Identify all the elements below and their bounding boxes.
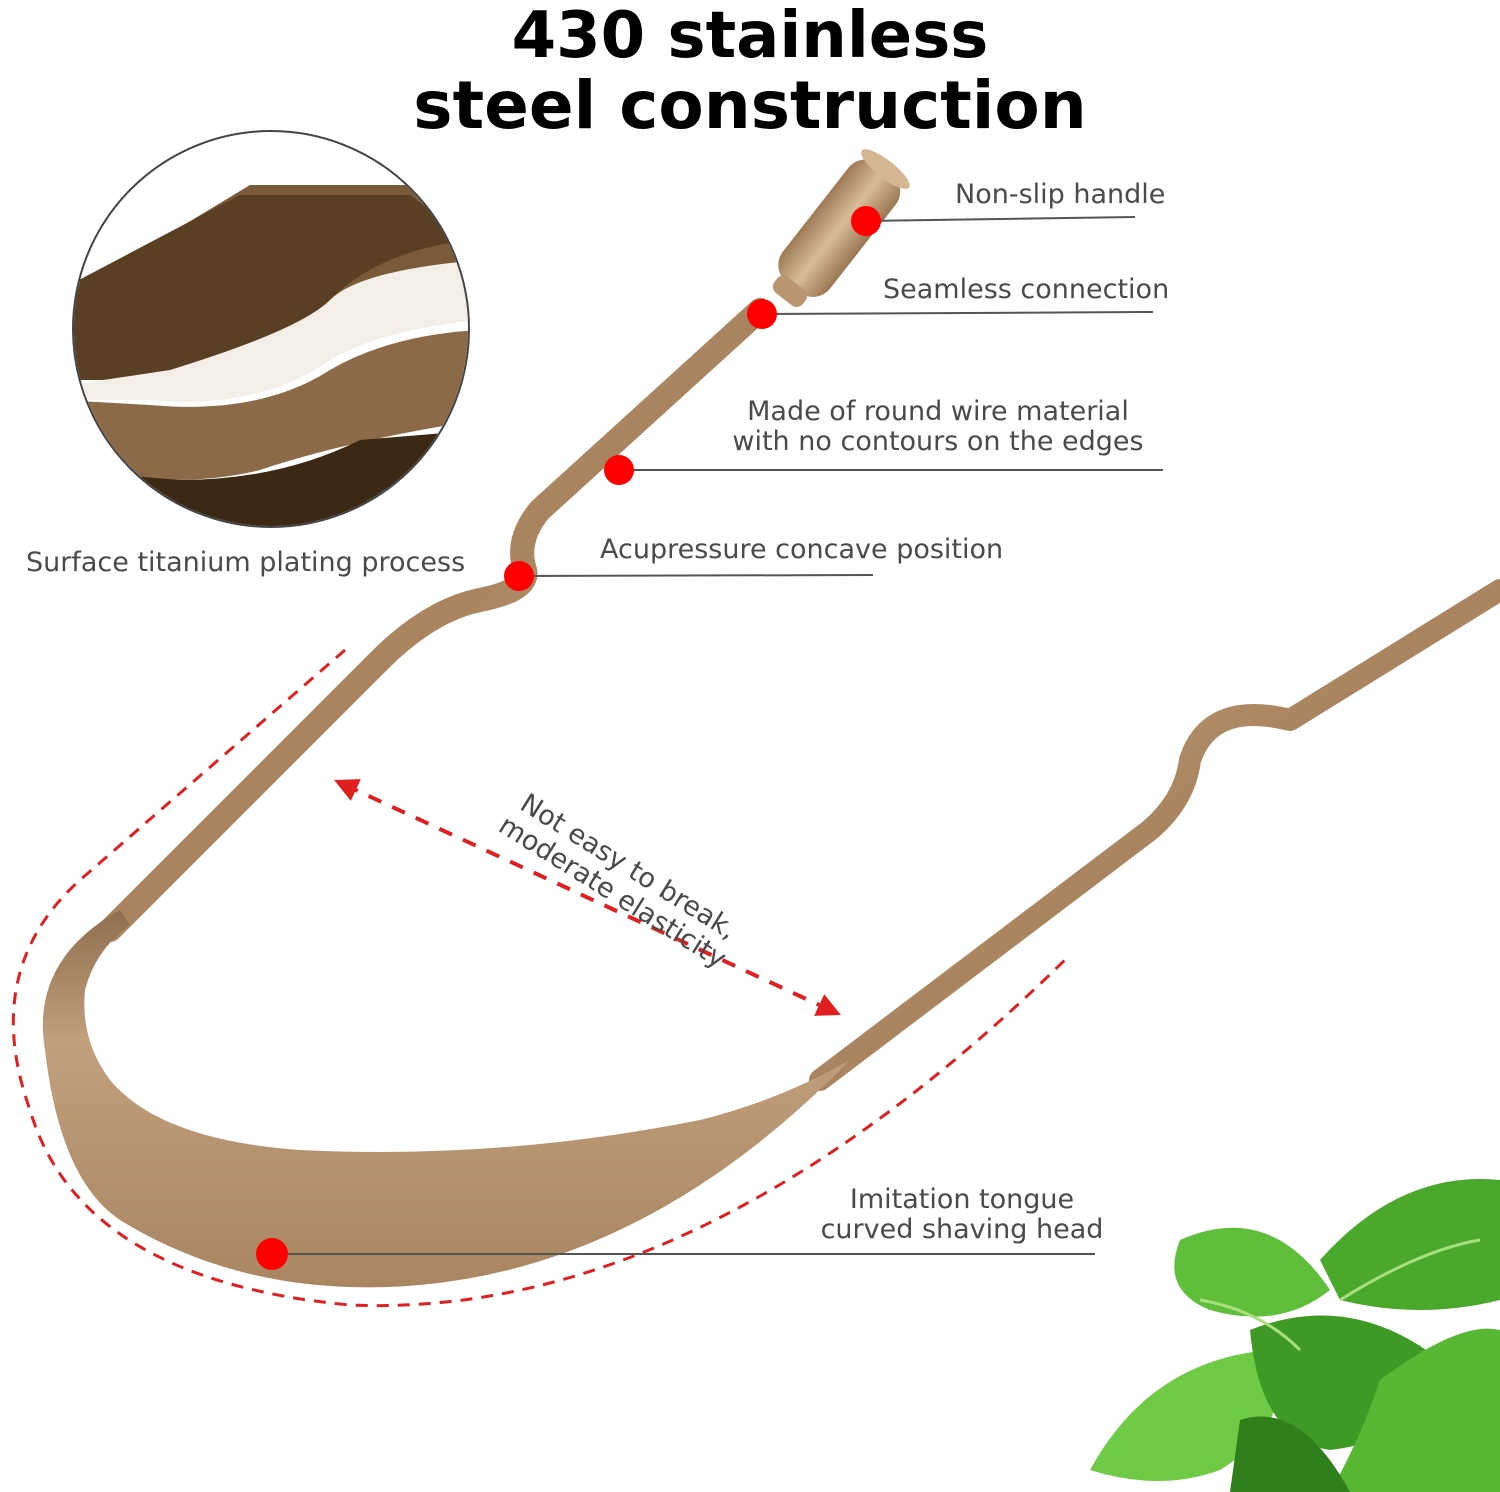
leader-lines bbox=[272, 216, 1163, 1255]
label-non-slip-handle: Non-slip handle bbox=[955, 179, 1166, 210]
feature-markers bbox=[256, 206, 881, 1270]
tongue-scraper bbox=[42, 149, 1500, 1288]
marker-head bbox=[256, 1238, 288, 1270]
elasticity-arrow bbox=[334, 779, 841, 1016]
mint-leaves-image bbox=[1090, 1179, 1500, 1492]
plating-zoom-circle bbox=[72, 130, 470, 528]
label-shaving-head-line1: Imitation tongue bbox=[849, 1184, 1075, 1215]
marker-acupressure bbox=[504, 561, 534, 591]
marker-handle bbox=[851, 206, 881, 236]
label-shaving-head-line2: curved shaving head bbox=[820, 1214, 1104, 1245]
label-seamless-connection: Seamless connection bbox=[883, 274, 1170, 305]
title-line-2: steel construction bbox=[413, 67, 1087, 144]
label-acupressure: Acupressure concave position bbox=[600, 534, 1004, 565]
label-shaving-head: Imitation tongue curved shaving head bbox=[812, 1185, 1112, 1245]
label-round-wire: Made of round wire material with no cont… bbox=[723, 397, 1153, 457]
marker-wire bbox=[604, 455, 634, 485]
marker-connection bbox=[747, 299, 777, 329]
label-titanium-plating: Surface titanium plating process bbox=[26, 547, 466, 578]
title-line-1: 430 stainless bbox=[511, 0, 989, 73]
label-round-wire-line2: with no contours on the edges bbox=[732, 426, 1144, 457]
label-round-wire-line1: Made of round wire material bbox=[747, 396, 1129, 427]
